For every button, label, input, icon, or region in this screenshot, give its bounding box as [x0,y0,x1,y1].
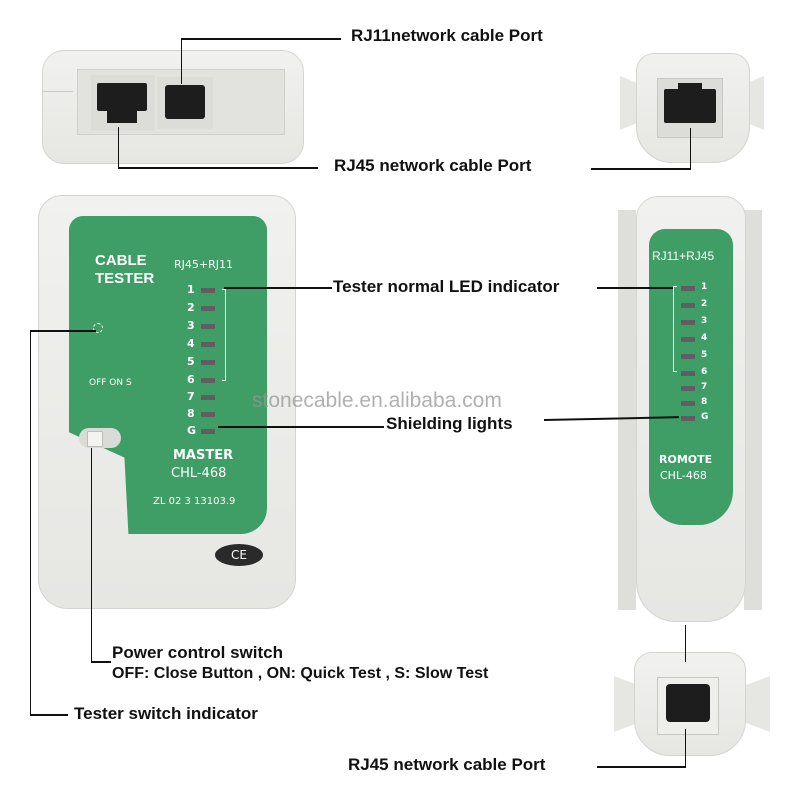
remote-led-8 [681,401,695,406]
callout-led-indicator: Tester normal LED indicator [333,277,560,296]
master-title-line2: TESTER [95,270,155,287]
remote-led-group-bracket [673,286,677,372]
remote-led-label: 4 [701,333,708,343]
power-switch[interactable] [79,428,121,448]
callout-line [597,766,686,768]
led-group-bracket [222,289,226,381]
callout-switch-indicator: Tester switch indicator [74,704,258,723]
master-led-label: 3 [187,319,195,332]
callout-line [30,330,96,332]
callout-line [118,167,318,169]
remote-led-label: 6 [701,367,708,377]
callout-line [181,38,341,40]
master-ports-label: RJ45+RJ11 [174,258,233,271]
master-led-label: 4 [187,337,195,350]
callout-line [224,287,332,289]
seam-line [43,91,73,92]
remote-led-label: G [701,412,709,422]
callout-line [181,38,182,84]
power-led-icon [93,323,103,333]
remote-ports-label: RJ11+RJ45 [652,249,715,263]
rj11-jack-master [157,77,213,129]
master-led-6 [201,378,215,383]
master-led-G [201,429,215,434]
master-model-name: MASTER [173,448,234,463]
master-led-label: 7 [187,390,195,403]
master-led-label: 1 [187,283,195,296]
remote-led-6 [681,371,695,376]
callout-power-switch-title: Power control switch [112,643,283,662]
master-title-line1: CABLE [95,252,147,269]
master-led-label: 8 [187,407,195,420]
master-led-label: 5 [187,355,195,368]
callout-rj11-port: RJ11network cable Port [351,26,543,45]
master-led-3 [201,324,215,329]
rj45-jack-remote-bottom [657,677,719,735]
watermark: stonecable.en.alibaba.com [252,389,502,412]
ce-mark-text: CE [231,548,247,562]
master-led-4 [201,342,215,347]
remote-led-7 [681,386,695,391]
master-top-view [42,50,304,164]
callout-line [218,426,384,428]
callout-line [30,714,68,716]
callout-line [91,661,111,663]
remote-led-3 [681,320,695,325]
power-switch-knob[interactable] [87,431,103,447]
ce-mark: CE [215,544,263,566]
remote-led-G [681,416,695,421]
remote-side-rail-right [744,210,762,610]
remote-led-2 [681,303,695,308]
callout-line [597,287,673,289]
remote-model-name: ROMOTE [659,453,713,466]
callout-line [30,330,31,715]
remote-led-1 [681,286,695,291]
callout-line [91,448,92,662]
callout-shielding: Shielding lights [386,414,513,433]
master-led-7 [201,395,215,400]
remote-led-label: 8 [701,397,708,407]
master-led-2 [201,306,215,311]
remote-led-label: 5 [701,350,708,360]
switch-positions-label: OFF ON S [89,378,132,388]
callout-line [118,127,119,168]
master-led-label: G [187,424,197,437]
master-led-label: 2 [187,301,195,314]
callout-line [690,128,691,169]
rj45-jack-remote-top [657,78,723,138]
remote-model-number: CHL-468 [660,469,707,482]
master-unit: CABLE TESTER RJ45+RJ11 OFF ON S 1 2 3 4 5 6 7 8… [38,195,296,609]
master-serial: ZL 02 3 13103.9 [153,496,236,507]
remote-bottom-view [634,652,746,756]
callout-line [685,729,686,767]
master-led-8 [201,412,215,417]
remote-led-4 [681,337,695,342]
remote-green-panel [649,229,733,525]
master-model-number: CHL-468 [171,466,227,481]
callout-rj45-port-bottom: RJ45 network cable Port [348,755,546,774]
remote-led-5 [681,354,695,359]
remote-led-label: 7 [701,382,708,392]
callout-line [591,168,691,170]
remote-top-view [636,53,750,163]
master-led-label: 6 [187,373,195,386]
master-led-5 [201,360,215,365]
callout-rj45-port-top: RJ45 network cable Port [334,156,532,175]
remote-side-rail-left [618,210,636,610]
master-led-1 [201,288,215,293]
rj45-jack-master [91,75,155,131]
master-title: CABLE TESTER [95,252,154,288]
remote-led-label: 3 [701,316,708,326]
callout-line [685,625,686,662]
callout-power-switch-desc: OFF: Close Button , ON: Quick Test , S: … [112,665,489,682]
remote-led-label: 2 [701,299,708,309]
remote-led-label: 1 [701,282,708,292]
